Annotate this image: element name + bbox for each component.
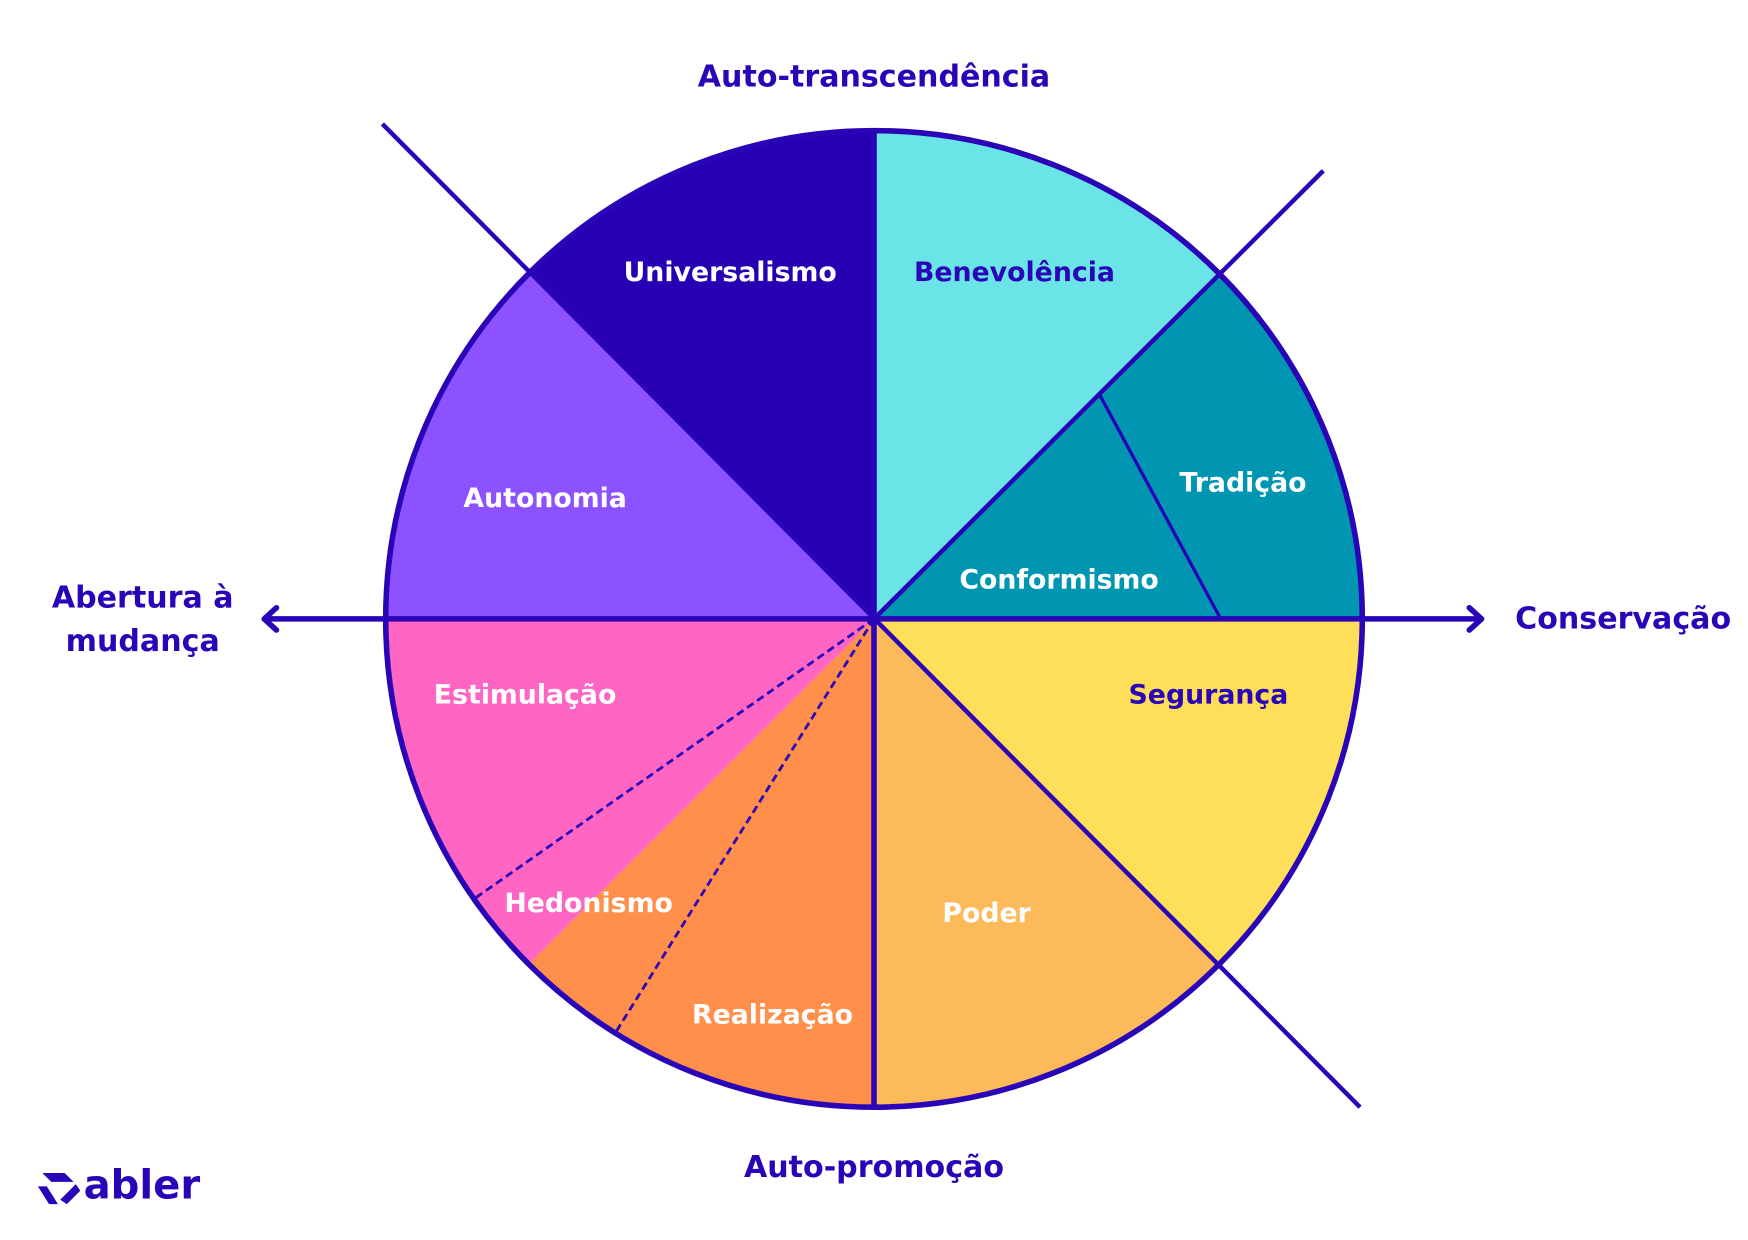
axis-label-left-1: Abertura à [52,580,234,615]
divider-lines [261,122,1485,1110]
label-conformismo: Conformismo [959,564,1158,595]
wedge-seguranca [874,618,1363,965]
realizacao-dashed-divider [614,618,876,1034]
wedge-tradicao-conformismo [874,273,1363,619]
wedge-poder [874,618,1220,1108]
abler-logo-icon [37,1172,81,1205]
label-universalismo: Universalismo [624,257,837,288]
hedonismo-dashed-divider [473,617,875,901]
wedge-universalismo [528,130,874,619]
wedges [385,130,1363,1108]
axis-label-right: Conservação [1515,602,1731,637]
label-poder: Poder [942,898,1031,929]
abler-logo: abler [37,1163,201,1209]
wedge-realizacao [528,618,874,1108]
label-hedonismo: Hedonismo [504,888,672,919]
label-estimulacao: Estimulação [434,679,617,710]
arrowhead-right-icon [1466,604,1485,633]
label-benevolencia: Benevolência [914,257,1115,288]
label-autonomia: Autonomia [463,483,626,514]
diagonal-line-main [380,122,1362,1109]
abler-logo-text: abler [84,1163,201,1209]
arrowhead-left-icon [261,604,280,633]
wedge-autonomia [385,273,874,619]
label-seguranca: Segurança [1129,679,1289,710]
axis-label-bottom: Auto-promoção [744,1150,1004,1185]
tradicao-conformismo-divider [1098,395,1223,620]
axis-label-top: Auto-transcendência [698,60,1050,95]
wedge-benevolencia [874,130,1220,619]
label-tradicao: Tradição [1179,467,1306,498]
axis-label-left-2: mudança [66,624,220,659]
label-realizacao: Realização [692,999,853,1030]
diagonal-line-upper-right [872,169,1325,621]
